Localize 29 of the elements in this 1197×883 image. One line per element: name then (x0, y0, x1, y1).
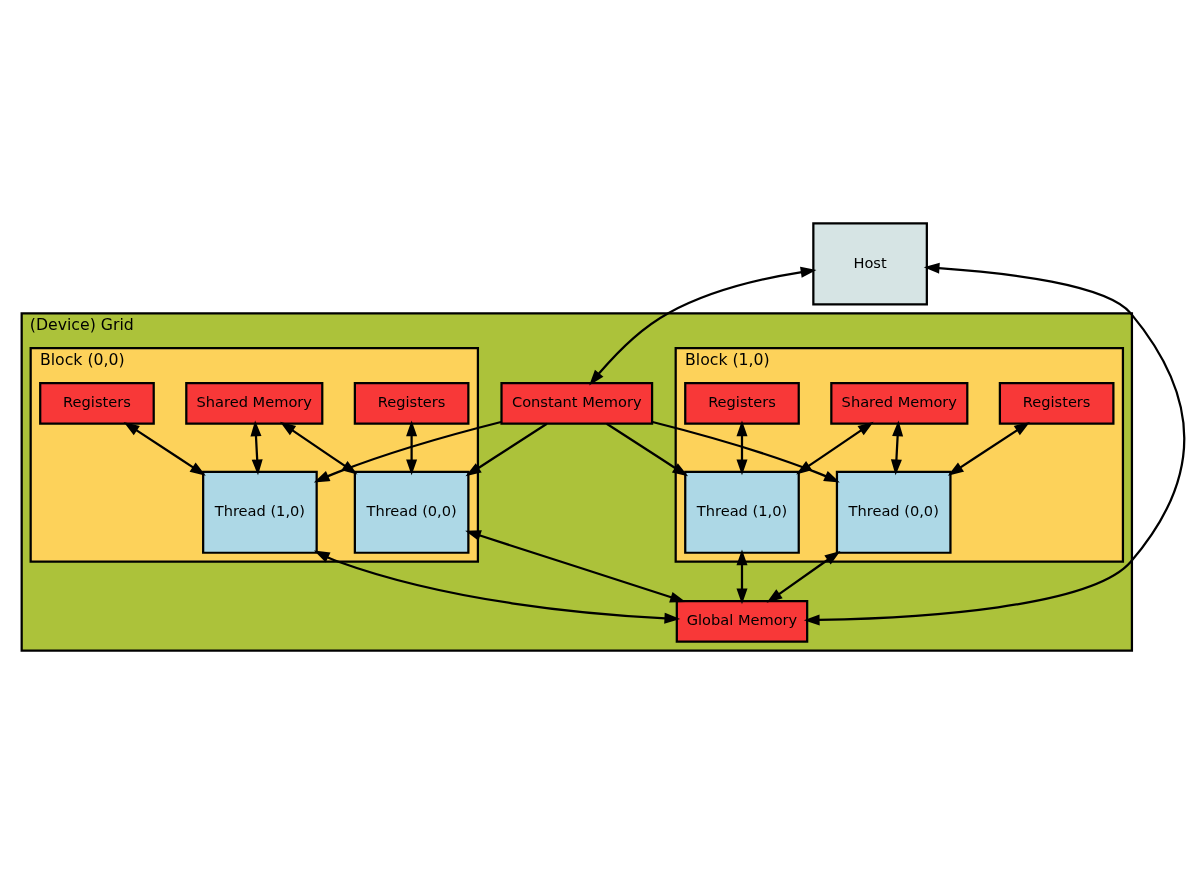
node-box: Registers (353, 381, 470, 425)
node-box: Shared Memory (185, 381, 324, 425)
node-box: Registers (998, 381, 1115, 425)
node-box: Host (812, 222, 928, 306)
arrow (313, 420, 502, 483)
node-box: Shared Memory (830, 381, 969, 425)
arrow (736, 420, 748, 476)
node-box: Thread (1,0) (684, 470, 800, 554)
arrow (313, 550, 681, 624)
arrow (589, 266, 817, 386)
node-box: Registers (39, 381, 155, 425)
arrow (736, 549, 748, 605)
arrow (766, 550, 841, 603)
node-box: Thread (1,0) (202, 470, 318, 554)
node-box: Registers (684, 381, 800, 425)
arrow (465, 530, 686, 603)
node-box: Global Memory (675, 599, 809, 643)
arrow (890, 420, 904, 476)
node-box: Constant Memory (500, 381, 654, 425)
arrow (406, 420, 418, 476)
arrow (123, 421, 206, 476)
node-box: Thread (0,0) (353, 470, 470, 554)
arrow (465, 422, 548, 477)
arrow (652, 420, 840, 483)
arrow (606, 422, 689, 477)
arrow (947, 421, 1030, 476)
arrow (250, 420, 263, 476)
node-box: Thread (0,0) (835, 470, 952, 554)
arrow (803, 262, 1186, 626)
